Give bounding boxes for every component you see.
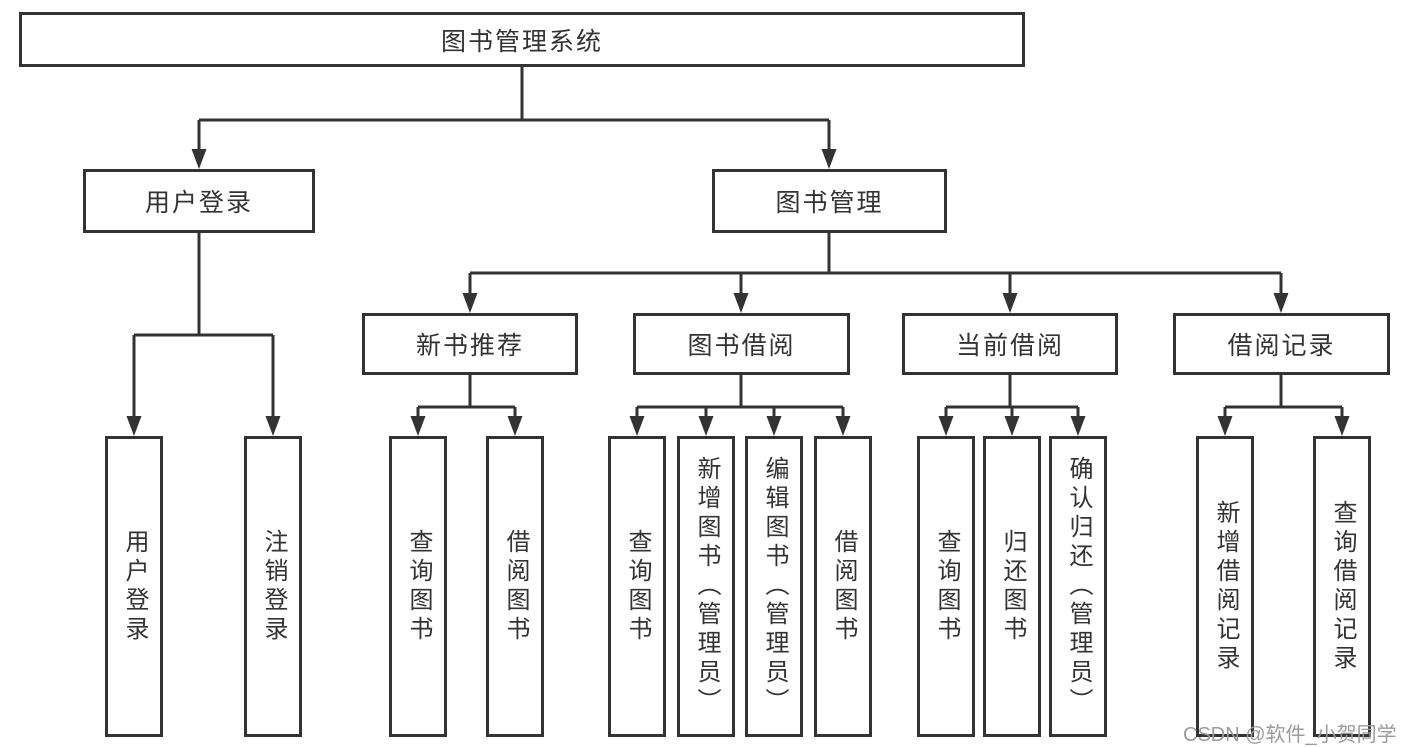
leaf-borrowing-edit-books-admin: 编辑图书（管理员） [745, 436, 803, 737]
node-label: 图书管理 [775, 189, 884, 217]
leaf-logout: 注销登录 [244, 436, 302, 737]
node-label: 用户登录 [144, 189, 253, 217]
leaf-label: 新增借阅记录 [1212, 499, 1239, 674]
leaf-label: 编辑图书（管理员） [761, 456, 788, 717]
leaf-label: 注销登录 [260, 528, 287, 645]
node-new-book-recommend: 新书推荐 [362, 313, 578, 375]
leaf-label: 查询借阅记录 [1329, 499, 1356, 674]
node-label: 图书管理系统 [440, 27, 603, 56]
leaf-label: 查询图书 [624, 528, 651, 645]
node-label: 借阅记录 [1227, 332, 1336, 360]
leaf-current-query-books: 查询图书 [917, 436, 975, 737]
node-book-management: 图书管理 [712, 169, 947, 233]
leaf-records-add-record: 新增借阅记录 [1196, 436, 1254, 737]
leaf-current-return-books: 归还图书 [983, 436, 1041, 737]
leaf-label: 新增图书（管理员） [693, 456, 720, 717]
leaf-records-query-record: 查询借阅记录 [1313, 436, 1371, 737]
node-label: 图书借阅 [687, 332, 796, 360]
node-label: 新书推荐 [415, 332, 524, 360]
leaf-label: 借阅图书 [502, 528, 529, 645]
node-user-login: 用户登录 [83, 169, 315, 233]
leaf-borrowing-query-books: 查询图书 [608, 436, 666, 737]
leaf-borrowing-borrow-books: 借阅图书 [814, 436, 872, 737]
node-label: 当前借阅 [955, 332, 1064, 360]
node-borrowing-records: 借阅记录 [1173, 313, 1390, 375]
leaf-label: 确认归还（管理员） [1065, 456, 1092, 717]
leaf-label: 查询图书 [933, 528, 960, 645]
node-book-management-system: 图书管理系统 [19, 12, 1025, 67]
node-book-borrowing: 图书借阅 [633, 313, 850, 375]
csdn-watermark: CSDN @软件_小贺同学 [1183, 724, 1397, 746]
leaf-recommend-query-books: 查询图书 [389, 436, 447, 737]
leaf-label: 用户登录 [121, 528, 148, 645]
leaf-label: 归还图书 [999, 528, 1026, 645]
leaf-borrowing-add-books-admin: 新增图书（管理员） [677, 436, 735, 737]
leaf-user-login: 用户登录 [105, 436, 163, 737]
leaf-current-confirm-return-admin: 确认归还（管理员） [1049, 436, 1107, 737]
node-current-borrowing: 当前借阅 [902, 313, 1118, 375]
leaf-label: 借阅图书 [830, 528, 857, 645]
leaf-recommend-borrow-books: 借阅图书 [486, 436, 544, 737]
leaf-label: 查询图书 [405, 528, 432, 645]
